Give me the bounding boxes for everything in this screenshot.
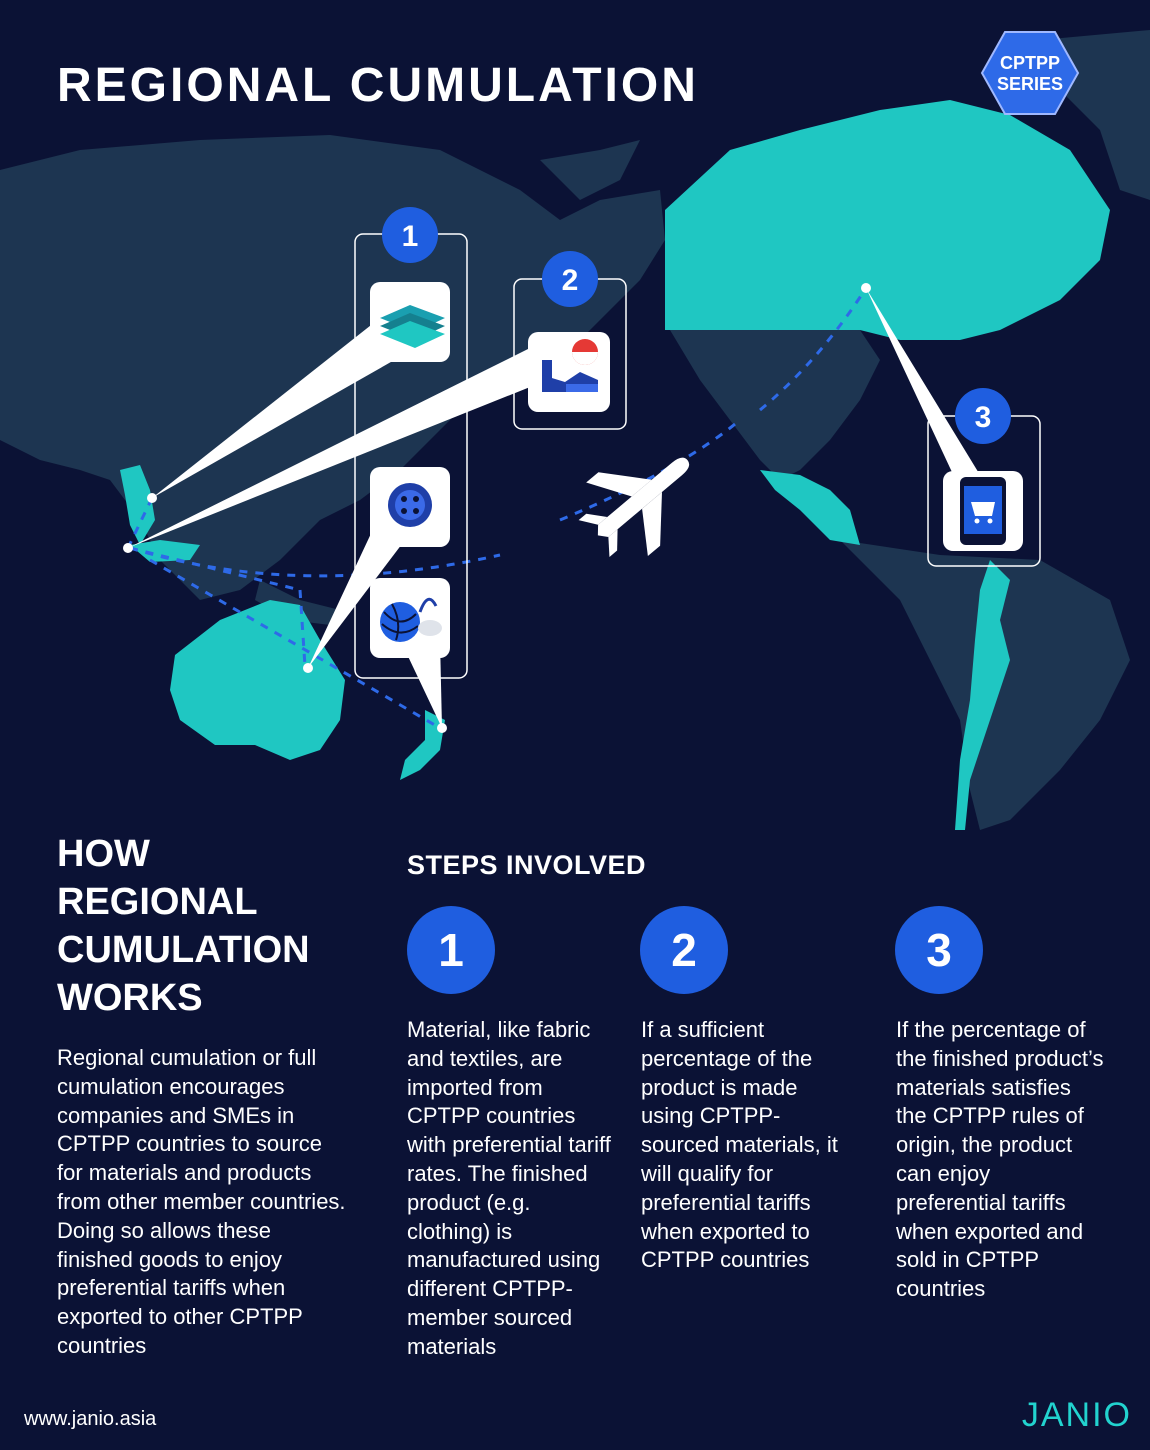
member-land [120,100,1110,830]
step-2-number: 2 [640,906,728,994]
cptpp-series-badge: CPTPP SERIES [980,31,1080,115]
map-marker-label: 1 [402,220,419,253]
steps-title: STEPS INVOLVED [407,850,647,880]
map-marker-label: 3 [975,401,992,434]
map-marker-1: 1 [382,207,438,263]
step-1-text: Material, like fabric and textiles, are … [407,1017,611,1359]
airplane-icon [578,457,690,557]
footer-url: www.janio.asia [24,1408,157,1430]
singapore-factory-icon [528,332,610,412]
badge-line-2: SERIES [997,74,1063,94]
step-3-text: If the percentage of the finished produc… [896,1017,1104,1302]
map-marker-2: 2 [542,251,598,307]
map-marker-label: 2 [562,264,579,297]
fabric-stack-icon [370,282,450,362]
how-section-body: Regional cumulation or full cumulation e… [57,1045,346,1358]
page-title: REGIONAL CUMULATION [57,59,699,112]
step-3-number: 3 [895,906,983,994]
step-1-number: 1 [407,906,495,994]
shopping-cart-phone-icon [943,471,1023,551]
world-map: 1 2 3 [0,30,1150,830]
map-marker-3: 3 [955,388,1011,444]
callout-pointers [128,288,980,728]
badge-line-1: CPTPP [1000,53,1060,73]
button-icon [370,467,450,547]
yarn-ball-icon [370,578,450,658]
how-section-title: HOW REGIONAL CUMULATION WORKS [57,833,310,1019]
janio-logo: JANIO [1021,1396,1132,1434]
step-2-text: If a sufficient percentage of the produc… [641,1017,838,1273]
origin-dots [123,283,871,733]
